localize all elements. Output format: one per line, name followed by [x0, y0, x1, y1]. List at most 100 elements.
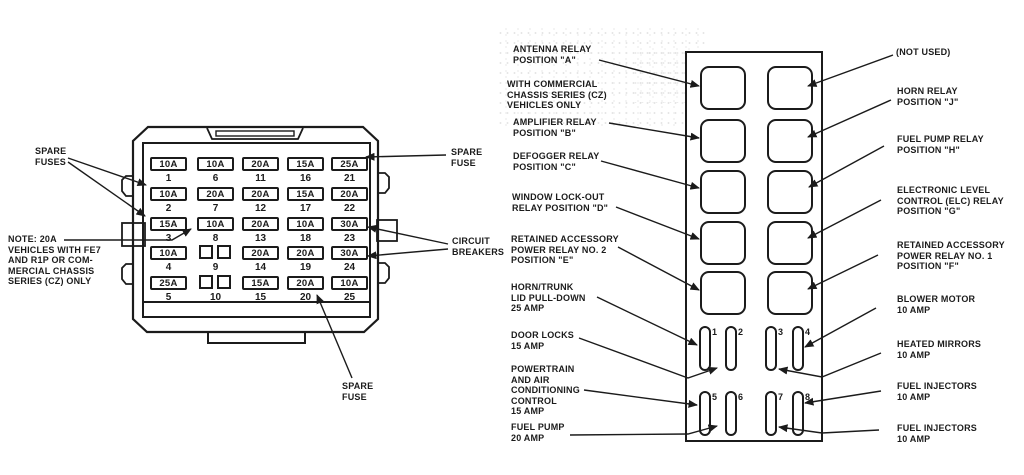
blower-motor-label: BLOWER MOTOR 10 AMP [897, 294, 976, 315]
fuse-4-number: 4 [165, 262, 172, 273]
rap-no1-label: RETAINED ACCESSORY POWER RELAY NO. 1 POS… [897, 240, 1005, 271]
maxifuse-slot-8 [792, 391, 804, 436]
maxifuse-slot-4 [792, 326, 804, 371]
fuse-12-number: 12 [254, 203, 267, 214]
fuel-injectors-1-label: FUEL INJECTORS 10 AMP [897, 381, 977, 402]
spare-fuse-bottom-label: SPARE FUSE [342, 381, 374, 402]
fuse-19-number: 19 [299, 262, 312, 273]
fuse-3-amp: 15A [150, 217, 187, 231]
fuel-pump-relay-label: FUEL PUMP RELAY POSITION "H" [897, 134, 984, 155]
maxifuse-slot-number: 5 [712, 392, 718, 402]
fuel-pump-label: FUEL PUMP 20 AMP [511, 422, 565, 443]
fuse-22-number: 22 [343, 203, 356, 214]
maxifuse-slot-5 [699, 391, 711, 436]
relay-socket-row1-col2 [767, 66, 813, 110]
fuse-5-number: 5 [165, 292, 172, 303]
relay-socket-row2-col2 [767, 119, 813, 163]
maxifuse-slot-7 [765, 391, 777, 436]
spare-fuses-label: SPARE FUSES [35, 146, 67, 167]
fuse-13-amp: 20A [242, 217, 279, 231]
antenna-relay-label: ANTENNA RELAY POSITION "A" [513, 44, 592, 65]
fuse-23-number: 23 [343, 233, 356, 244]
fuse-24-amp: 30A [331, 246, 368, 260]
fuse-9-number: 9 [212, 262, 219, 273]
fuse-6-number: 6 [212, 173, 219, 184]
fuse-10-number: 10 [209, 292, 222, 303]
fuse-5-amp: 25A [150, 276, 187, 290]
relay-socket-row5-col2 [767, 271, 813, 315]
maxifuse-slot-number: 3 [778, 327, 784, 337]
fuse-11-number: 11 [255, 173, 266, 184]
fuse-7-number: 7 [212, 203, 219, 214]
defogger-relay-label: DEFOGGER RELAY POSITION "C" [513, 151, 600, 172]
fuse-25-number: 25 [343, 292, 356, 303]
fuse-16-number: 16 [299, 173, 312, 184]
window-lockout-label: WINDOW LOCK-OUT RELAY POSITION "D" [512, 192, 609, 213]
scan-noise [497, 28, 709, 128]
maxifuse-slot-number: 8 [805, 392, 811, 402]
scan-noise [632, 48, 690, 103]
breaker-socket [217, 275, 231, 289]
fuse-6-amp: 10A [197, 157, 234, 171]
maxifuse-slot-number: 4 [805, 327, 811, 337]
powertrain-label: POWERTRAIN AND AIR CONDITIONING CONTROL … [511, 364, 580, 416]
fuse-7-amp: 20A [197, 187, 234, 201]
relay-socket-row3-col2 [767, 170, 813, 214]
fuse-21-number: 21 [343, 173, 356, 184]
fuse-2-amp: 10A [150, 187, 187, 201]
fuse-18-number: 18 [299, 233, 312, 244]
fuse-17-number: 17 [299, 203, 312, 214]
fuse-14-amp: 20A [242, 246, 279, 260]
spare-fuse-top-label: SPARE FUSE [451, 147, 483, 168]
fuse-20-amp: 20A [287, 276, 324, 290]
elc-relay-label: ELECTRONIC LEVEL CONTROL (ELC) RELAY POS… [897, 185, 1004, 216]
rap-no2-label: RETAINED ACCESSORY POWER RELAY NO. 2 POS… [511, 234, 619, 265]
fuse-8-number: 8 [212, 233, 219, 244]
maxifuse-slot-number: 7 [778, 392, 784, 402]
fuse-20-number: 20 [299, 292, 312, 303]
fuse-19-amp: 20A [287, 246, 324, 260]
fuse-1-amp: 10A [150, 157, 187, 171]
relay-socket-row4-col1 [700, 221, 746, 265]
fuse-15-number: 15 [254, 292, 267, 303]
fuse-15-amp: 15A [242, 276, 279, 290]
fuse-1-number: 1 [165, 173, 172, 184]
relay-socket-row3-col1 [700, 170, 746, 214]
fuse-16-amp: 15A [287, 157, 324, 171]
breaker-socket [199, 245, 213, 259]
heated-mirrors-label: HEATED MIRRORS 10 AMP [897, 339, 982, 360]
relay-socket-row2-col1 [700, 119, 746, 163]
fuse-25-amp: 10A [331, 276, 368, 290]
fuse-12-amp: 20A [242, 187, 279, 201]
fuse-14-number: 14 [254, 262, 267, 273]
circuit-breakers-label: CIRCUIT BREAKERS [452, 236, 505, 257]
relay-socket-row1-col1 [700, 66, 746, 110]
fuse-2-number: 2 [165, 203, 172, 214]
fuel-injectors-2-label: FUEL INJECTORS 10 AMP [897, 423, 977, 444]
relay-panel: 1 2 3 4 5 6 7 8 [685, 51, 823, 442]
amplifier-relay-label: AMPLIFIER RELAY POSITION "B" [513, 117, 597, 138]
maxifuse-slot-number: 2 [738, 327, 744, 337]
fuse-22-amp: 20A [331, 187, 368, 201]
fuse-3-number: 3 [165, 233, 172, 244]
maxifuse-slot-number: 6 [738, 392, 744, 402]
fuse-17-amp: 15A [287, 187, 324, 201]
commercial-note-label: WITH COMMERCIAL CHASSIS SERIES (CZ) VEHI… [507, 79, 607, 110]
door-locks-label: DOOR LOCKS 15 AMP [511, 330, 575, 351]
breaker-socket [217, 245, 231, 259]
fuse-8-amp: 10A [197, 217, 234, 231]
fuse-23-amp: 30A [331, 217, 368, 231]
note-20a-label: NOTE: 20A VEHICLES WITH FE7 AND R1P OR C… [8, 234, 101, 286]
maxifuse-slot-2 [725, 326, 737, 371]
breaker-socket [199, 275, 213, 289]
not-used-label: (NOT USED) [896, 47, 951, 57]
fuse-13-number: 13 [254, 233, 267, 244]
maxifuse-slot-6 [725, 391, 737, 436]
maxifuse-slot-number: 1 [712, 327, 718, 337]
fuse-11-amp: 20A [242, 157, 279, 171]
fuse-4-amp: 10A [150, 246, 187, 260]
relay-socket-row4-col2 [767, 221, 813, 265]
maxifuse-slot-1 [699, 326, 711, 371]
horn-trunk-label: HORN/TRUNK LID PULL-DOWN 25 AMP [511, 282, 586, 313]
